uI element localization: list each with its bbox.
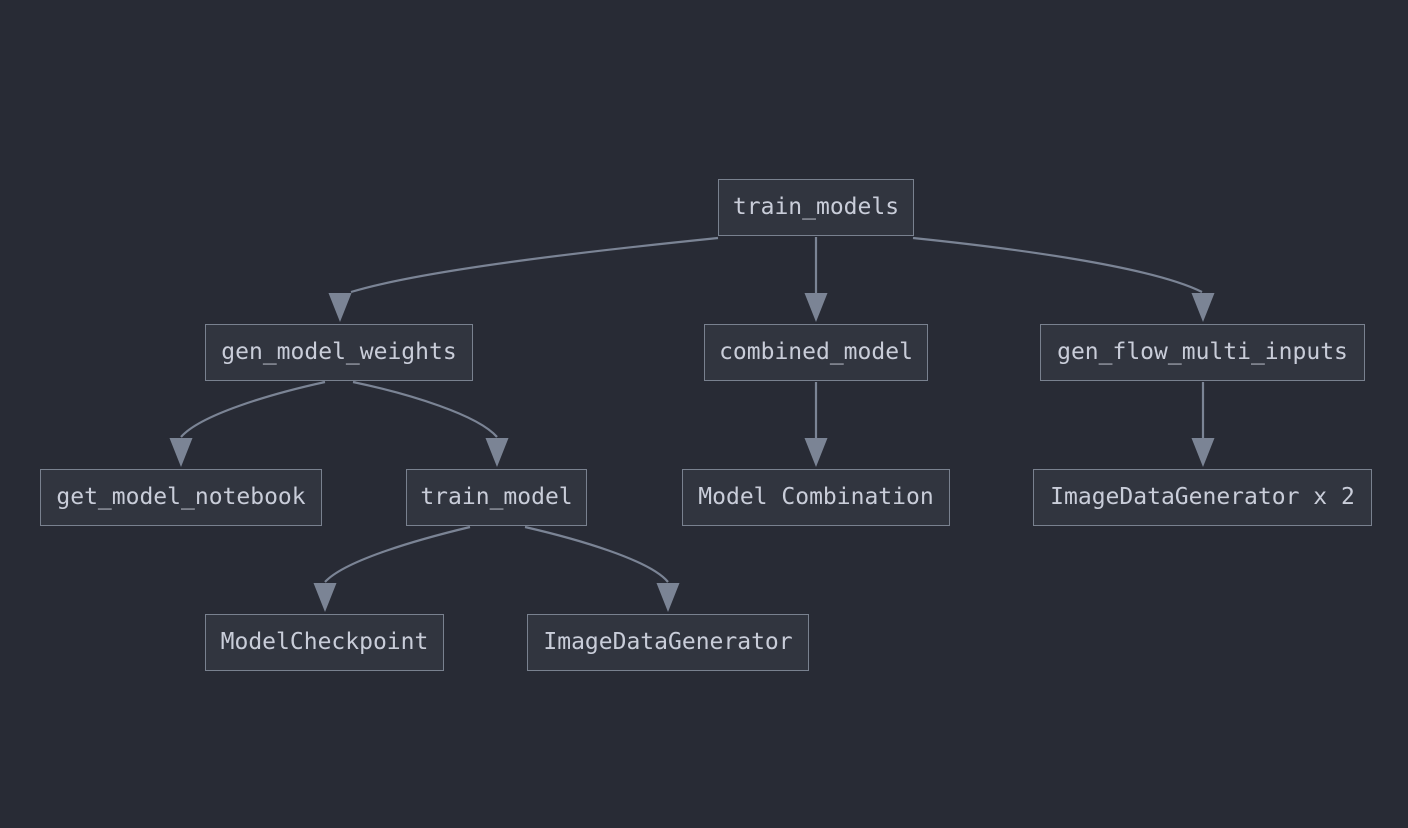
- arrowhead-modelcheckpoint: [313, 583, 337, 612]
- node-label: Model Combination: [698, 484, 934, 510]
- edge-gen_model_weights-to-train_model: [352, 380, 498, 438]
- arrowhead-train_model: [485, 438, 509, 467]
- arrowhead-gen_model_weights: [328, 293, 352, 322]
- node-imagedatagenerator[interactable]: ImageDataGenerator: [527, 614, 809, 671]
- node-label: gen_model_weights: [221, 339, 457, 365]
- node-label: ModelCheckpoint: [220, 629, 429, 655]
- edge-train_models-to-gen_flow_multi_inputs: [912, 236, 1203, 293]
- node-model-combination[interactable]: Model Combination: [682, 469, 950, 526]
- edge-train_model-to-modelcheckpoint: [324, 525, 471, 583]
- node-train-models[interactable]: train_models: [718, 179, 914, 236]
- arrowhead-gen_flow_multi_inputs: [1191, 293, 1215, 322]
- node-gen-flow-multi-inputs[interactable]: gen_flow_multi_inputs: [1040, 324, 1365, 381]
- node-combined-model[interactable]: combined_model: [704, 324, 928, 381]
- node-label: get_model_notebook: [56, 484, 306, 510]
- node-label: train_model: [420, 484, 573, 510]
- arrowhead-imagedatagenerator: [656, 583, 680, 612]
- node-label: train_models: [732, 194, 900, 220]
- arrowhead-get_model_notebook: [169, 438, 193, 467]
- edge-gen_model_weights-to-get_model_notebook: [180, 380, 326, 438]
- node-gen-model-weights[interactable]: gen_model_weights: [205, 324, 473, 381]
- node-modelcheckpoint[interactable]: ModelCheckpoint: [205, 614, 444, 671]
- arrowhead-combined_model: [804, 293, 828, 322]
- arrowhead-model_combination: [804, 438, 828, 467]
- node-get-model-notebook[interactable]: get_model_notebook: [40, 469, 322, 526]
- node-label: ImageDataGenerator: [543, 629, 793, 655]
- arrowhead-imagedatagenerator_x2: [1191, 438, 1215, 467]
- node-label: ImageDataGenerator x 2: [1050, 484, 1355, 510]
- edge-train_model-to-imagedatagenerator: [524, 525, 669, 583]
- node-label: combined_model: [719, 339, 913, 365]
- node-label: gen_flow_multi_inputs: [1057, 339, 1348, 365]
- node-imagedatagenerator-x2[interactable]: ImageDataGenerator x 2: [1033, 469, 1372, 526]
- node-train-model[interactable]: train_model: [406, 469, 587, 526]
- edge-train_models-to-gen_model_weights: [350, 236, 719, 294]
